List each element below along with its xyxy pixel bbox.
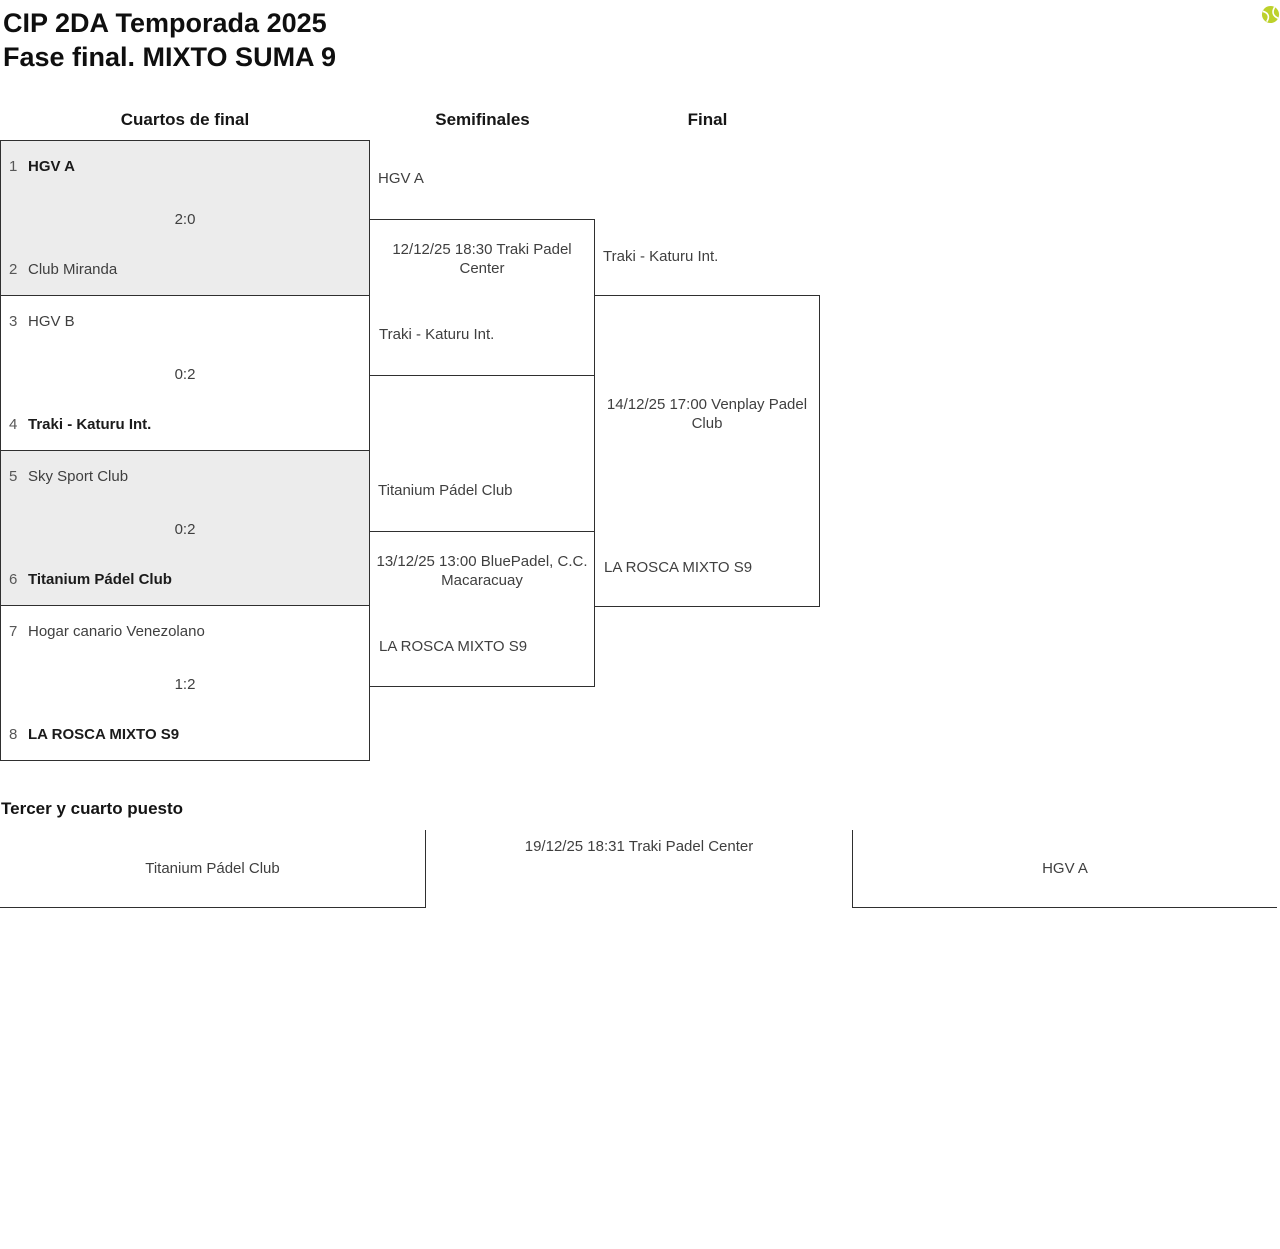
team-name: LA ROSCA MIXTO S9 <box>28 726 180 743</box>
final-team1-label: Traki - Katuru Int. <box>603 248 719 265</box>
team-row: 1 HGV A <box>9 158 75 175</box>
team-name: HGV B <box>28 313 75 330</box>
match-schedule: 13/12/25 13:00 BluePadel, C.C. Macaracua… <box>376 553 588 589</box>
column-header-final: Final <box>687 110 728 129</box>
quarterfinal-match-3: 5 Sky Sport Club 0:2 6 Titanium Pádel Club <box>0 450 370 606</box>
team-name: Titanium Pádel Club <box>145 860 280 877</box>
team-row: 4 Traki - Katuru Int. <box>9 416 151 433</box>
team-name: HGV A <box>28 158 75 175</box>
semifinal1-team2-label: Traki - Katuru Int. <box>379 326 495 343</box>
semifinal-match-1: 12/12/25 18:30 Traki Padel Center Traki … <box>369 219 595 376</box>
tournament-title-line1: CIP 2DA Temporada 2025 <box>3 8 327 38</box>
team-row: 8 LA ROSCA MIXTO S9 <box>9 726 179 743</box>
third-place-heading: Tercer y cuarto puesto <box>1 799 184 818</box>
team-name: Traki - Katuru Int. <box>28 416 152 433</box>
match-schedule: 19/12/25 18:31 Traki Padel Center <box>524 838 754 855</box>
column-header-quarterfinals: Cuartos de final <box>120 110 250 129</box>
third-place-team2-cell: HGV A <box>853 830 1277 908</box>
team-row: 3 HGV B <box>9 313 75 330</box>
seed-number: 7 <box>9 623 18 640</box>
tennis-ball-icon <box>1261 5 1280 24</box>
team-row: 7 Hogar canario Venezolano <box>9 623 205 640</box>
match-score: 2:0 <box>174 211 196 228</box>
seed-number: 3 <box>9 313 18 330</box>
seed-number: 4 <box>9 416 18 433</box>
quarterfinals-column: 1 HGV A 2:0 2 Club Miranda 3 HGV B 0:2 4 Tra… <box>0 140 370 761</box>
quarterfinal-match-4: 7 Hogar canario Venezolano 1:2 8 LA ROSCA … <box>0 605 370 761</box>
team-row: 2 Club Miranda <box>9 261 117 278</box>
seed-number: 6 <box>9 571 18 588</box>
quarterfinal-match-1: 1 HGV A 2:0 2 Club Miranda <box>0 140 370 296</box>
semifinal-match-2: 13/12/25 13:00 BluePadel, C.C. Macaracua… <box>369 531 595 687</box>
column-header-semifinals: Semifinales <box>435 110 530 129</box>
team-name: Titanium Pádel Club <box>28 571 172 588</box>
tournament-title-line2: Fase final. MIXTO SUMA 9 <box>3 42 337 72</box>
seed-number: 5 <box>9 468 18 485</box>
team-row: 6 Titanium Pádel Club <box>9 571 172 588</box>
match-schedule: 12/12/25 18:30 Traki Padel Center <box>392 241 572 277</box>
seed-number: 8 <box>9 726 18 743</box>
team-name: Club Miranda <box>28 261 118 278</box>
seed-number: 1 <box>9 158 18 175</box>
semifinal1-team1-label: HGV A <box>378 170 424 187</box>
third-place-team1-cell: Titanium Pádel Club <box>0 830 425 908</box>
team-name: Hogar canario Venezolano <box>28 623 205 640</box>
match-schedule: 14/12/25 17:00 Venplay Padel Club <box>606 396 808 432</box>
seed-number: 2 <box>9 261 18 278</box>
match-score: 1:2 <box>174 676 196 693</box>
final-match: 14/12/25 17:00 Venplay Padel Club LA ROS… <box>594 295 820 607</box>
match-score: 0:2 <box>174 366 196 383</box>
team-name: Sky Sport Club <box>28 468 129 485</box>
semifinal2-team1-label: Titanium Pádel Club <box>378 482 513 499</box>
third-place-schedule-cell: 19/12/25 18:31 Traki Padel Center <box>425 830 853 908</box>
semifinal2-team2-label: LA ROSCA MIXTO S9 <box>379 638 528 655</box>
tournament-title: CIP 2DA Temporada 2025 Fase final. MIXTO… <box>3 6 336 74</box>
quarterfinal-match-2: 3 HGV B 0:2 4 Traki - Katuru Int. <box>0 295 370 451</box>
team-row: 5 Sky Sport Club <box>9 468 128 485</box>
match-score: 0:2 <box>174 521 196 538</box>
team-name: HGV A <box>1042 860 1088 877</box>
final-team2-label: LA ROSCA MIXTO S9 <box>604 559 753 576</box>
